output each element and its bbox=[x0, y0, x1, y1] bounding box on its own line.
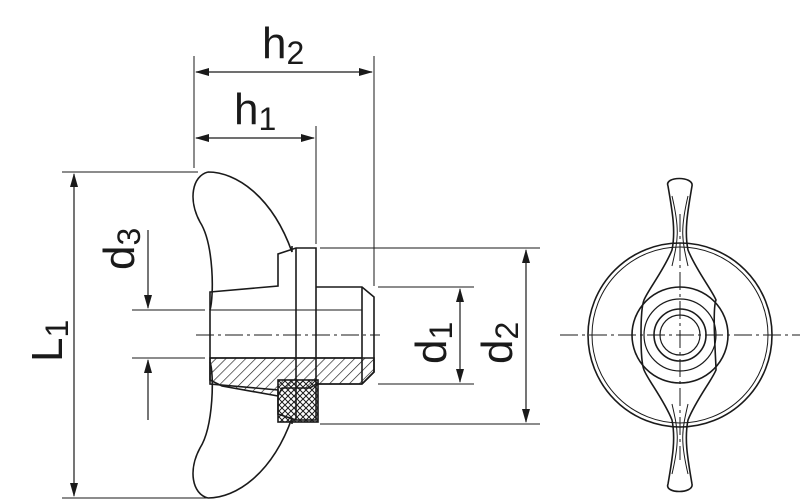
L1-label: L1 bbox=[23, 320, 75, 362]
insert-crosshatch bbox=[277, 379, 319, 423]
d3-label: d3 bbox=[95, 228, 147, 270]
extension-lines bbox=[62, 56, 540, 499]
wing-outline bbox=[192, 171, 293, 499]
h2-label: h2 bbox=[262, 19, 304, 71]
dimension-lines bbox=[70, 68, 530, 497]
h1-label: h1 bbox=[234, 85, 276, 137]
d1-label: d1 bbox=[407, 322, 459, 364]
front-wing bbox=[640, 177, 717, 493]
d2-label: d2 bbox=[473, 322, 525, 364]
